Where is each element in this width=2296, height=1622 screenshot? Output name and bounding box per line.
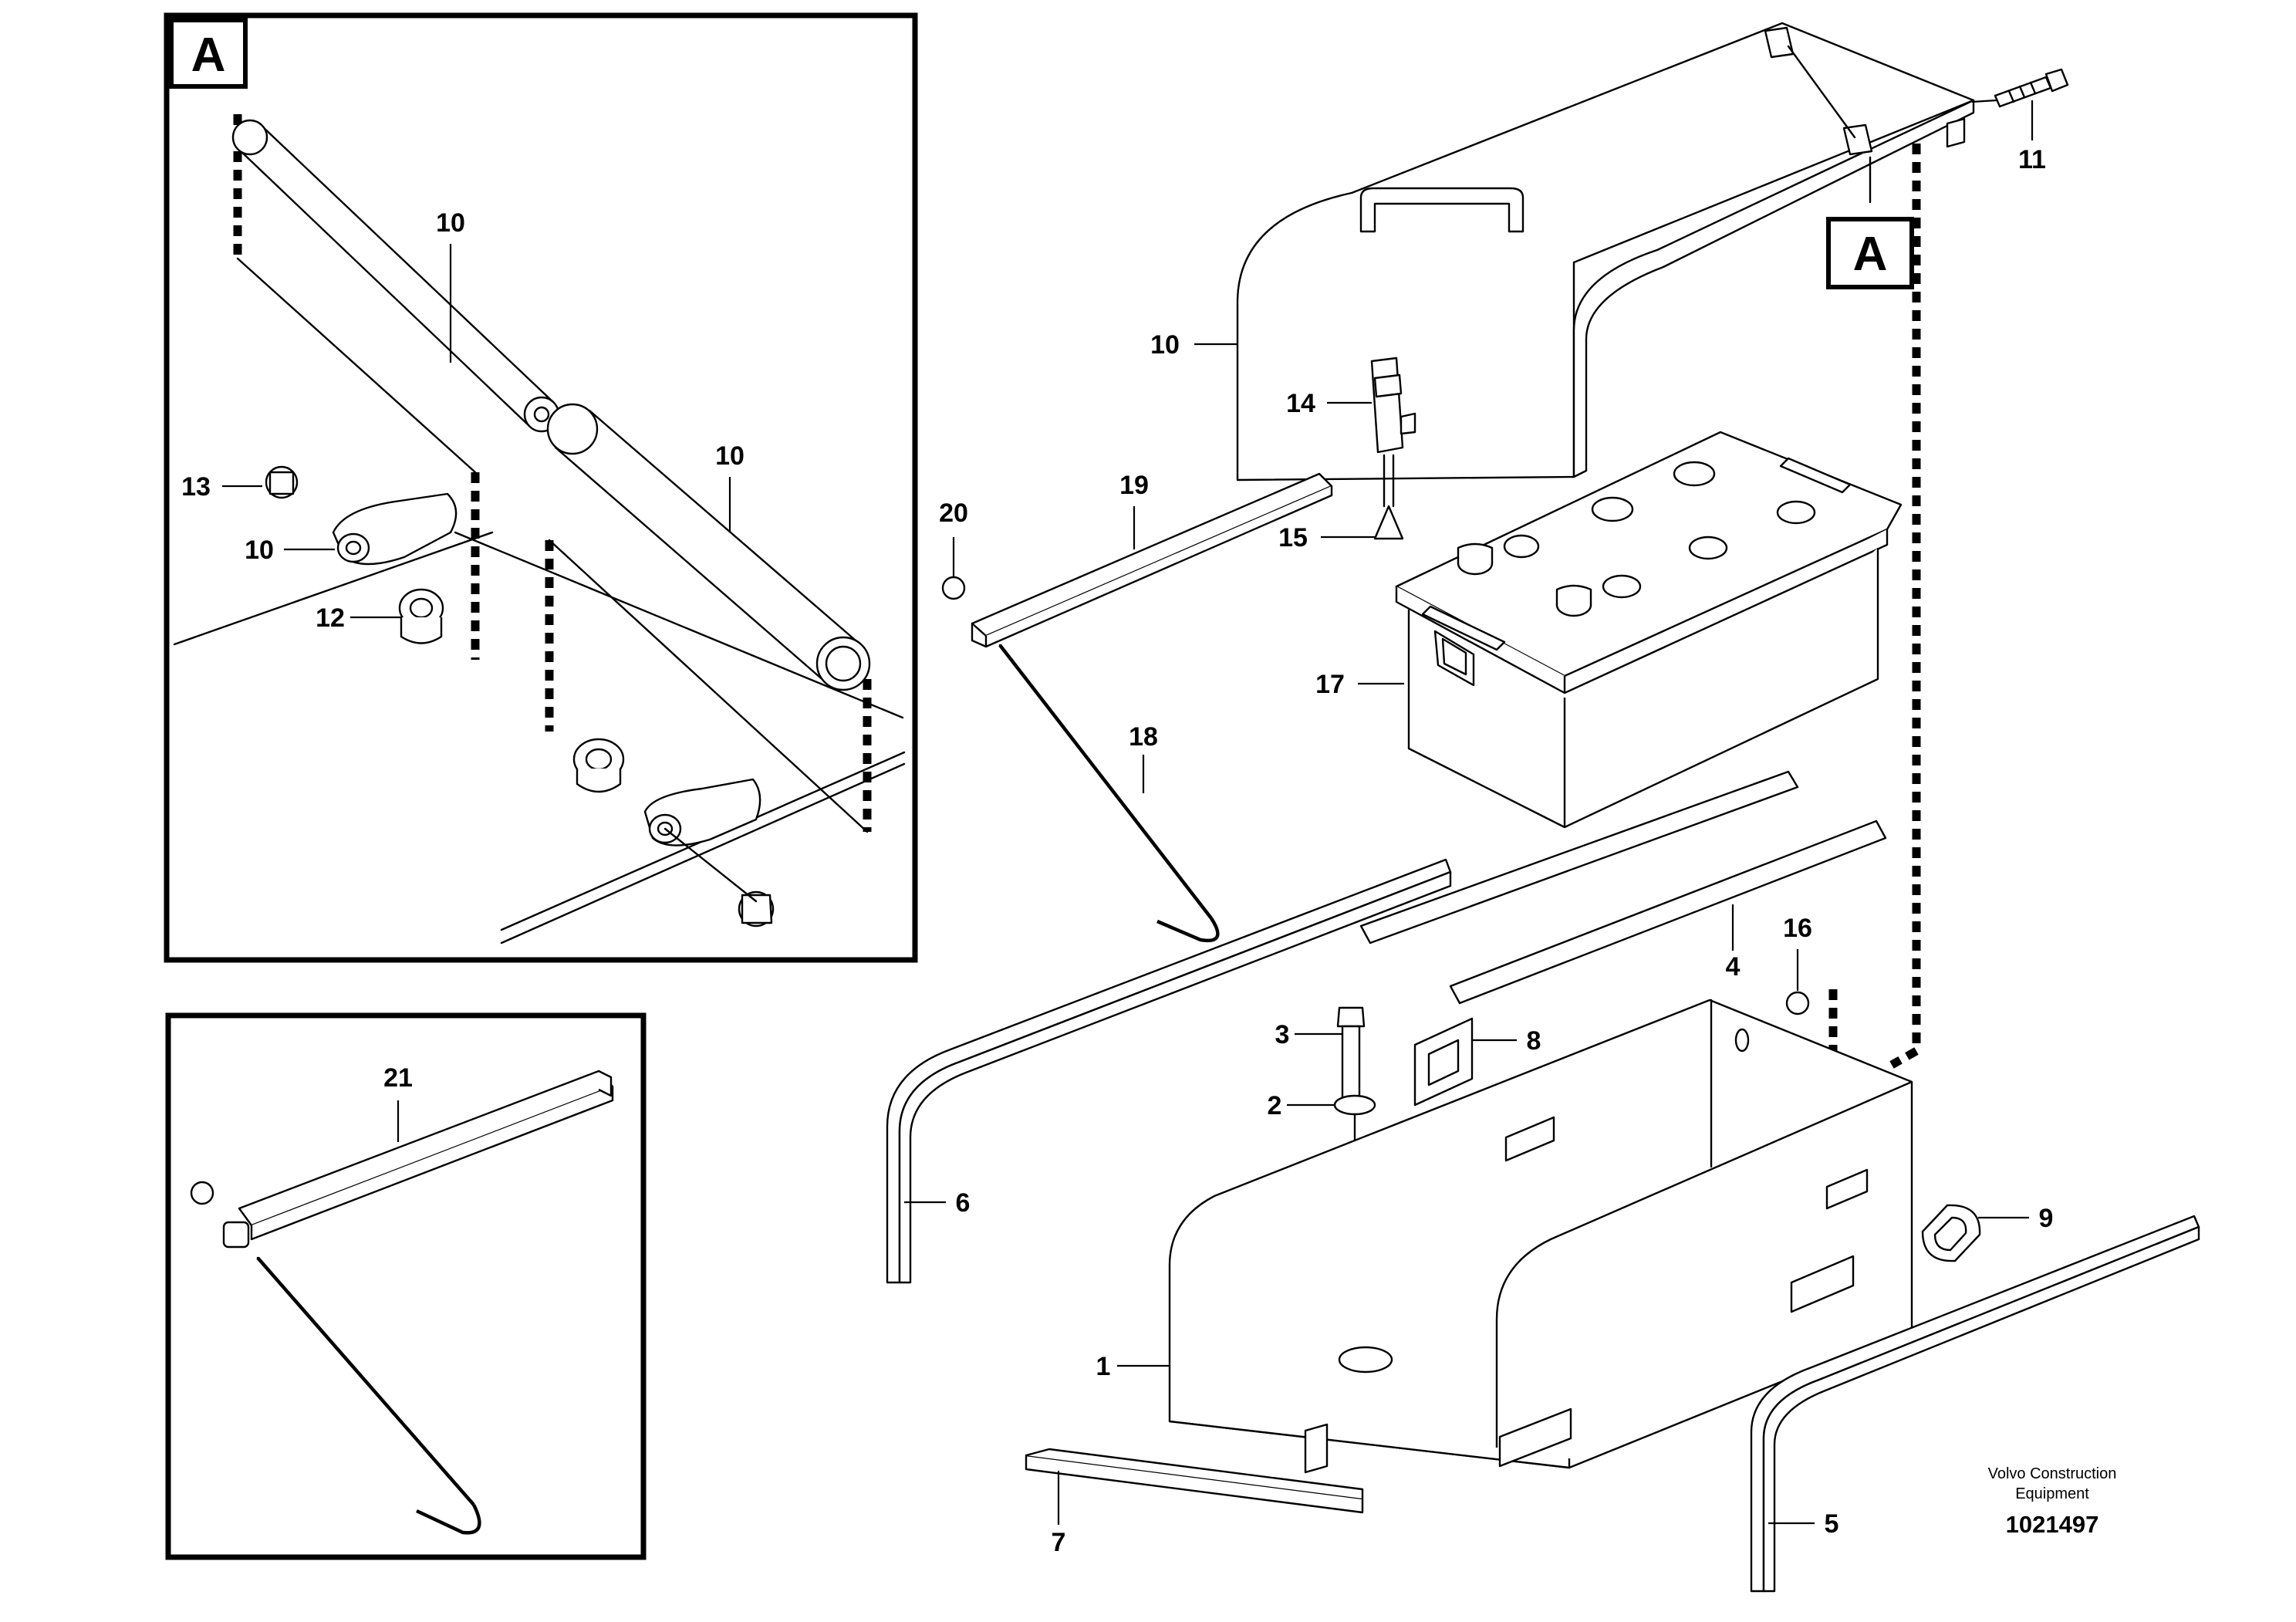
brand-line-2: Equipment (2015, 1485, 2089, 1502)
detail-panel-a-tag-box (169, 18, 248, 89)
battery-17 (1395, 431, 1903, 829)
callout-8: 8 (1527, 1026, 1541, 1056)
callout-a10-left: 10 (245, 536, 274, 565)
washer-2 (1333, 1094, 1376, 1116)
hold-down-rod-18 (998, 644, 1220, 943)
callout-14: 14 (1286, 389, 1315, 418)
callout-15: 15 (1278, 523, 1308, 552)
callout-5: 5 (1825, 1509, 1839, 1539)
strut-bracket-lower (572, 738, 775, 928)
battery-cover: A (1236, 22, 1975, 482)
callout-11: 11 (2018, 145, 2046, 174)
grommet-9-hole (1933, 1216, 1967, 1252)
callout-3: 3 (1275, 1020, 1290, 1049)
document-number: 1021497 (2006, 1511, 2099, 1538)
detail-panel-hold-down: 21 (165, 1012, 647, 1560)
pad-4 (1359, 770, 1887, 1005)
latch-handle-15 (1373, 454, 1404, 540)
detail-panel-a-tag: A (191, 29, 226, 82)
nut-16 (1785, 991, 1810, 1015)
callout-20: 20 (939, 498, 968, 528)
edge-strip-6 (886, 858, 1452, 1284)
edge-strip-7 (1025, 1448, 1364, 1514)
detail-panel-a: A (164, 12, 918, 963)
detail-reference-a-box (1826, 217, 1914, 289)
callout-16: 16 (1783, 914, 1812, 943)
callout-10-main: 10 (1150, 330, 1180, 360)
battery-box-1 (1168, 999, 1913, 1474)
callout-17: 17 (1315, 670, 1345, 699)
gas-strut-lower-tube (546, 403, 871, 691)
callout-18: 18 (1129, 722, 1158, 752)
callout-6: 6 (956, 1188, 971, 1218)
callout-19: 19 (1119, 471, 1149, 500)
callout-a10-mid: 10 (715, 441, 745, 471)
detail-reference-a: A (1853, 228, 1888, 281)
bolt-11 (1971, 68, 2069, 108)
hold-down-bar-19 (971, 472, 1333, 648)
callout-4: 4 (1726, 952, 1741, 982)
callout-21: 21 (383, 1063, 413, 1093)
callout-9: 9 (2039, 1204, 2054, 1233)
callout-1: 1 (1096, 1352, 1111, 1381)
callout-a10-top: 10 (436, 208, 465, 238)
gas-strut-upper-tube (231, 119, 560, 433)
edge-strip-5 (1750, 1215, 2200, 1593)
strut-bracket-upper (265, 465, 458, 644)
grommet-8-hole (1427, 1039, 1460, 1086)
brand-line-1: Volvo Construction (1988, 1465, 2117, 1482)
callout-7: 7 (1052, 1528, 1066, 1557)
callout-2: 2 (1268, 1091, 1282, 1120)
latch-14 (1370, 357, 1416, 454)
callout-a13: 13 (181, 472, 211, 502)
nut-20 (941, 576, 966, 600)
callout-a12: 12 (316, 603, 345, 633)
bolt-3 (1336, 1006, 1366, 1102)
